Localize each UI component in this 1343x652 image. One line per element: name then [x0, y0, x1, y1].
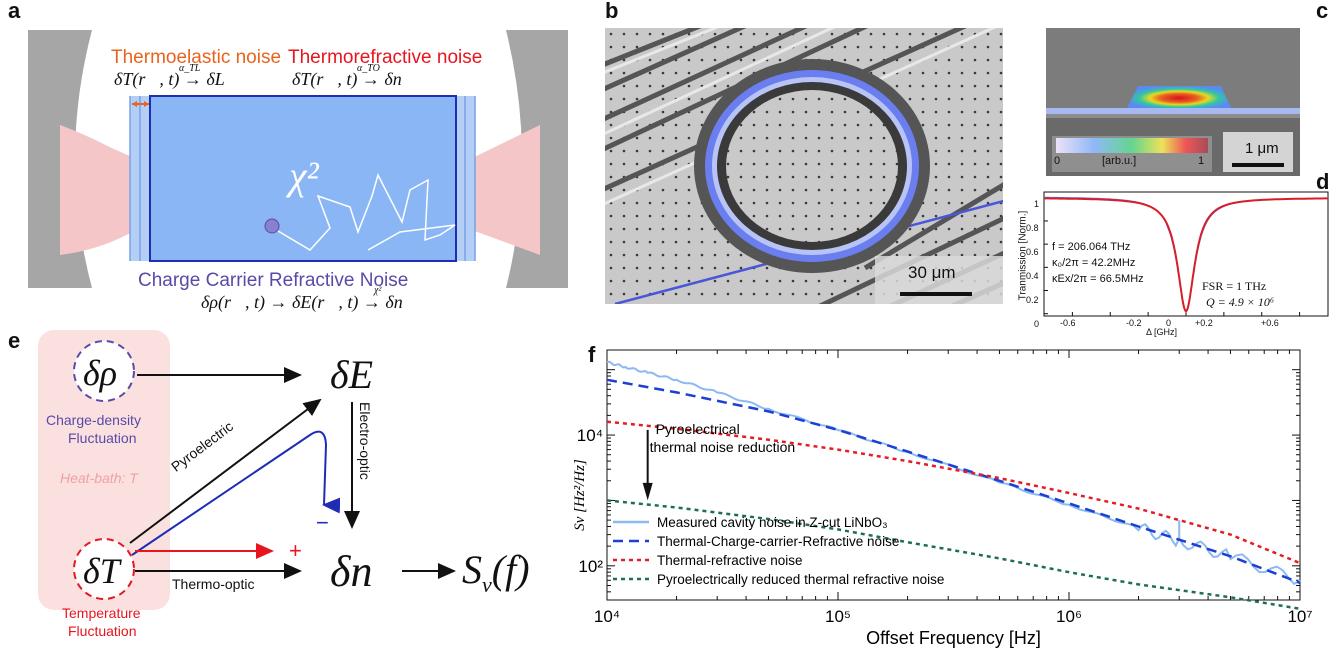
panel-f-label: f — [588, 342, 596, 367]
thermorefractive-eq: δT(r⃗, t) → δn — [292, 69, 402, 90]
f-ytick-label: 10⁴ — [577, 426, 603, 445]
thermo-optic-label: Thermo-optic — [172, 576, 255, 592]
sem-c-scale-label: 1 μm — [1245, 140, 1279, 157]
sem-image-ring — [605, 28, 1003, 304]
panel-c-label: c — [1316, 0, 1329, 23]
thermoelastic-eq: δT(r⃗, t) → δL — [114, 69, 225, 90]
f-xtick-label: 10⁷ — [1287, 607, 1312, 626]
charge-density-label-2: Fluctuation — [68, 430, 137, 446]
f-xtick-label: 10⁴ — [594, 607, 620, 626]
series-line-4 — [606, 499, 1301, 611]
panel-b-label: b — [605, 0, 619, 23]
electro-optic-label: Electro-optic — [357, 402, 373, 480]
chi-squared-label: χ² — [289, 153, 319, 198]
d-xlabel: Δ [GHz] — [1146, 327, 1178, 337]
panel-a-figure — [28, 30, 568, 288]
dT-symbol: δT — [83, 551, 120, 591]
optical-mode — [1126, 86, 1232, 110]
plot-frame — [606, 349, 1301, 601]
d-ytick-1: 1 — [1034, 199, 1040, 209]
charge-particle — [264, 218, 280, 234]
crystal-box — [149, 95, 457, 262]
temperature-label-1: Temperature — [62, 605, 141, 621]
noise-spectrum-chart: 10⁴ 10⁵ 10⁶ 10⁷ 10² 10⁴ Offset Frequency [Hz] S… — [572, 349, 1313, 648]
panel-a-label: a — [8, 0, 21, 23]
dE-symbol: δE — [330, 352, 374, 397]
f-xtick-label: 10⁵ — [825, 607, 851, 626]
legend-label-4: Pyroelectrically reduced thermal refract… — [657, 572, 944, 587]
charge-carrier-eq-sup: χ² — [374, 285, 382, 296]
d-ann-q: Q = 4.9 × 10⁶ — [1206, 295, 1275, 309]
d-ytick-0: 0 — [1034, 319, 1040, 329]
annotation-line-1: Pyroelectrical — [656, 421, 740, 437]
d-ytick-06: 0.6 — [1026, 247, 1039, 257]
charge-carrier-title: Charge Carrier Refractive Noise — [138, 270, 409, 291]
d-xtick-0: 0 — [1166, 318, 1172, 328]
series-line-3 — [606, 420, 1301, 565]
heat-bath-region — [38, 330, 170, 610]
thermoelastic-title: Thermoelastic noise — [111, 47, 282, 68]
thermorefractive-eq-text: δT(r⃗, t) → δn — [292, 69, 402, 89]
charge-density-label-1: Charge-density — [46, 412, 141, 428]
d-ytick-04: 0.4 — [1026, 271, 1039, 281]
colorbar-min: 0 — [1054, 155, 1061, 167]
charge-node — [73, 340, 135, 402]
series-line-2 — [606, 378, 1301, 584]
colorbar — [1056, 138, 1208, 153]
panel-d-label: d — [1316, 169, 1330, 194]
nu-sub: ν — [482, 572, 492, 597]
legend-label-2: Thermal-Charge-carrier-Refractive noise — [657, 534, 899, 549]
colorbar-unit: [arb.u.] — [1102, 155, 1137, 167]
legend-label-3: Thermal-refractive noise — [657, 553, 803, 568]
temperature-label-2: Fluctuation — [68, 623, 137, 639]
charge-carrier-eq: δρ(r⃗, t) → δE(r⃗, t) → δn — [201, 292, 403, 312]
panel-e-label: e — [8, 328, 21, 353]
minus-sign: − — [316, 510, 329, 535]
d-xtick-p06: +0.6 — [1261, 318, 1279, 328]
heat-bath-label: Heat-bath: T — [60, 470, 138, 486]
reduction-arrowhead — [642, 482, 653, 501]
d-ann-k0: κ₀/2π = 42.2MHz — [1052, 257, 1136, 269]
dn-symbol: δn — [330, 547, 373, 596]
d-ann-kex: κEx/2π = 66.5MHz — [1052, 273, 1144, 285]
legend-label-1: Measured cavity noise in Z-cut LiNbO₃ — [657, 515, 888, 530]
thermoelastic-eq-text: δT(r⃗, t) → δL — [114, 69, 225, 89]
S-symbol: S — [462, 547, 482, 592]
thermorefractive-eq-sup: α_TO — [357, 63, 380, 74]
d-xtick-m06: -0.6 — [1060, 318, 1076, 328]
pyroelectric-path — [131, 430, 341, 556]
colorbar-max: 1 — [1198, 155, 1205, 167]
panel-e-diagram — [38, 330, 456, 610]
f-ylabel: Sν [Hz²/Hz] — [572, 459, 588, 531]
d-ann-fsr: FSR = 1 THz — [1202, 279, 1267, 293]
sem-b-scale-label: 30 μm — [908, 263, 956, 282]
thermorefractive-title: Thermorefractive noise — [288, 47, 483, 68]
f-xlabel: Offset Frequency [Hz] — [866, 628, 1041, 648]
d-xtick-p02: +0.2 — [1195, 318, 1213, 328]
drho-symbol: δρ — [83, 353, 118, 393]
f-arg: (f) — [491, 547, 530, 592]
sem-image-crosssection — [1046, 28, 1300, 176]
thermoelastic-eq-sup: α_TL — [179, 63, 201, 74]
f-ytick-label: 10² — [578, 557, 603, 576]
f-xtick-label: 10⁶ — [1056, 607, 1082, 626]
temperature-node — [73, 538, 135, 600]
random-walk — [277, 172, 456, 251]
transmission-fit — [1044, 197, 1328, 313]
d-ann-f: f = 206.064 THz — [1052, 241, 1131, 253]
plus-sign: + — [289, 538, 302, 563]
beam-right — [458, 125, 540, 255]
annotation-line-2: thermal noise reduction — [650, 439, 796, 455]
transmission-plot — [1043, 191, 1329, 317]
d-ytick-08: 0.8 — [1026, 223, 1039, 233]
d-xtick-m02: -0.2 — [1126, 318, 1142, 328]
d-ytick-02: 0.2 — [1026, 295, 1039, 305]
S-f-symbol: Sν(f) — [462, 546, 530, 598]
